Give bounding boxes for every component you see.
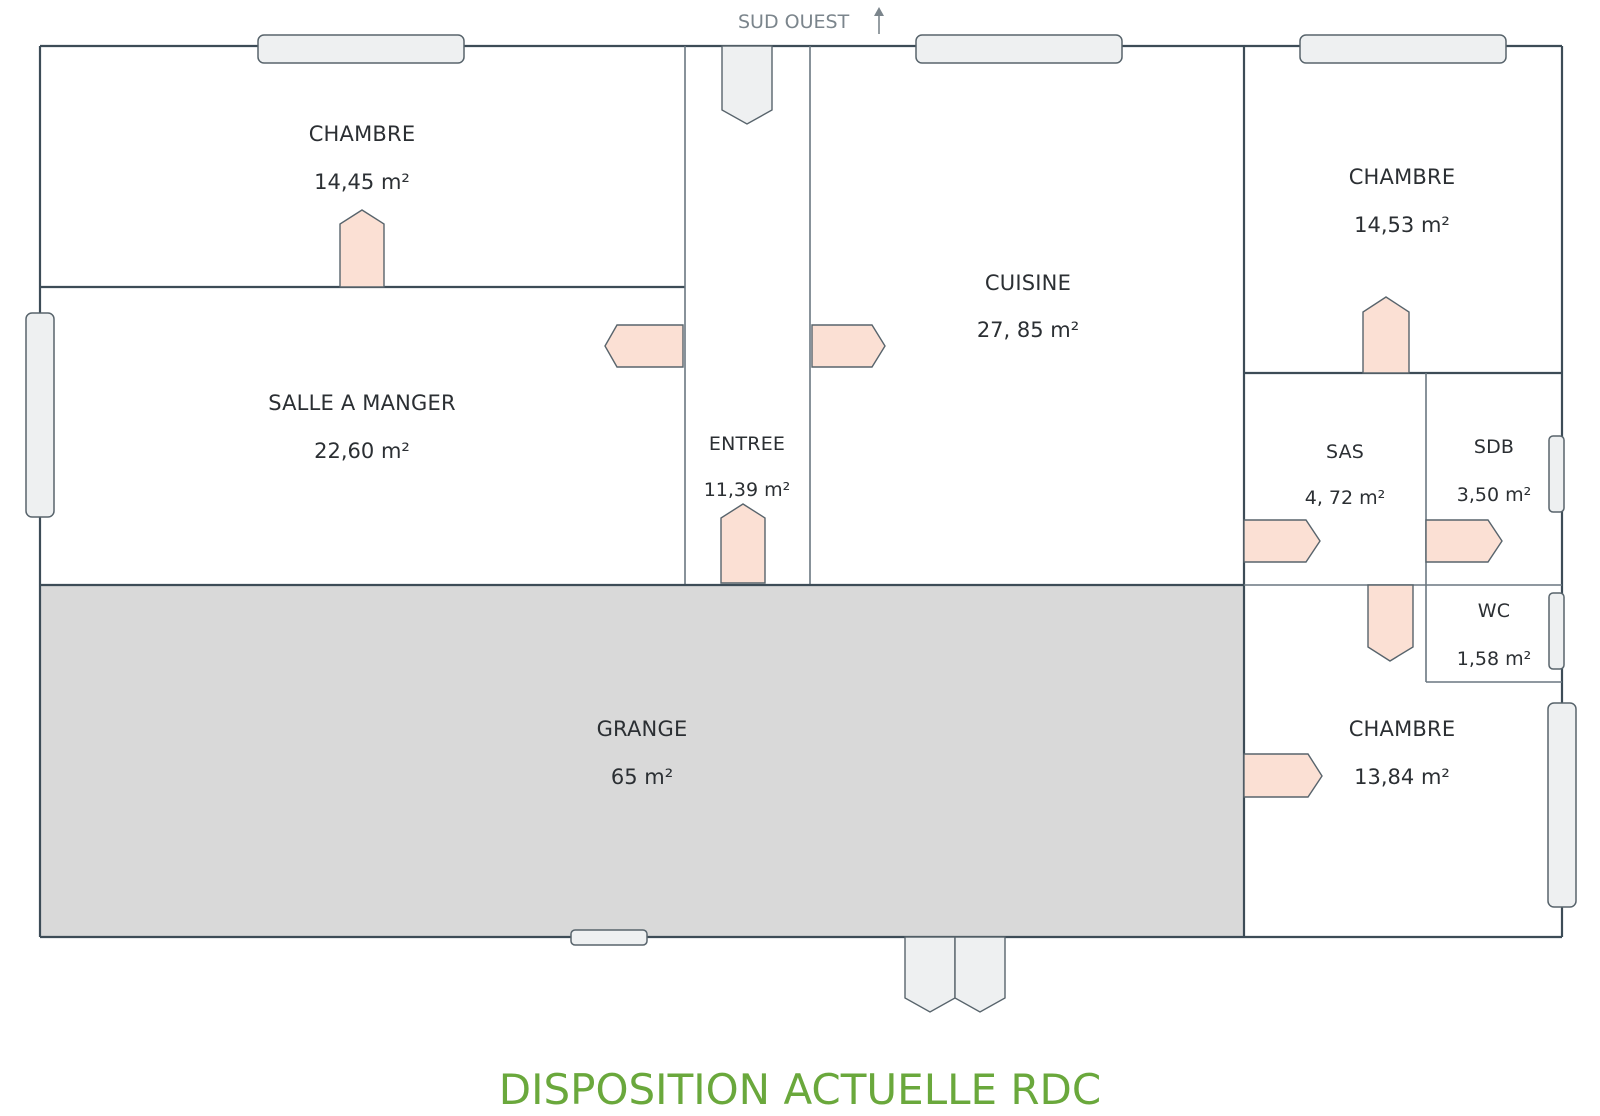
chambre-1-name: CHAMBRE [309, 122, 416, 146]
window-sdb [1548, 435, 1565, 513]
salle-a-manger-name: SALLE A MANGER [268, 391, 456, 415]
windows [25, 34, 1577, 946]
chambre-2-name: CHAMBRE [1349, 165, 1456, 189]
window-grange [570, 929, 648, 946]
window-salle-a-manger [25, 312, 55, 518]
front-door-icon [721, 45, 773, 125]
sdb-area: 3,50 m² [1457, 484, 1531, 506]
cuisine-name: CUISINE [985, 271, 1071, 295]
chambre-1-area: 14,45 m² [314, 170, 410, 194]
entree-area: 11,39 m² [704, 479, 791, 501]
grange-area [40, 585, 1244, 937]
wc-name: WC [1478, 600, 1510, 622]
door-chambre-3-icon [1243, 753, 1323, 798]
barn-door-right-icon [954, 936, 1006, 1013]
window-chambre-2 [1299, 34, 1507, 64]
orientation-label: SUD OUEST [738, 11, 850, 33]
chambre-2-area: 14,53 m² [1354, 213, 1450, 237]
exterior-doors [721, 45, 1006, 1013]
salle-a-manger-area: 22,60 m² [314, 439, 410, 463]
window-wc [1548, 592, 1565, 670]
entree-name: ENTREE [709, 433, 785, 455]
barn-door-left-icon [904, 936, 956, 1013]
door-wc-sas-icon [1367, 584, 1414, 662]
sdb-name: SDB [1474, 436, 1514, 458]
window-chambre-3 [1547, 702, 1577, 908]
interior-doors [339, 209, 1503, 798]
grange-area-label: 65 m² [611, 765, 673, 789]
door-chambre-1-icon [339, 209, 385, 288]
door-sdb-icon [1425, 519, 1503, 563]
chambre-3-area: 13,84 m² [1354, 765, 1450, 789]
door-cuisine-icon [811, 324, 886, 368]
cuisine-area: 27, 85 m² [977, 318, 1079, 342]
grange-name: GRANGE [597, 717, 688, 741]
window-cuisine [915, 34, 1123, 64]
wc-area: 1,58 m² [1457, 648, 1531, 670]
window-chambre-1 [257, 34, 465, 64]
door-salle-a-manger-icon [604, 324, 684, 368]
page-title: DISPOSITION ACTUELLE RDC [499, 1065, 1101, 1114]
sas-area: 4, 72 m² [1305, 487, 1386, 509]
door-entree-icon [720, 503, 766, 584]
door-sas-icon [1243, 519, 1321, 563]
door-chambre-2-icon [1362, 296, 1410, 374]
sas-name: SAS [1326, 441, 1364, 463]
chambre-3-name: CHAMBRE [1349, 717, 1456, 741]
north-arrow-icon [874, 7, 884, 34]
